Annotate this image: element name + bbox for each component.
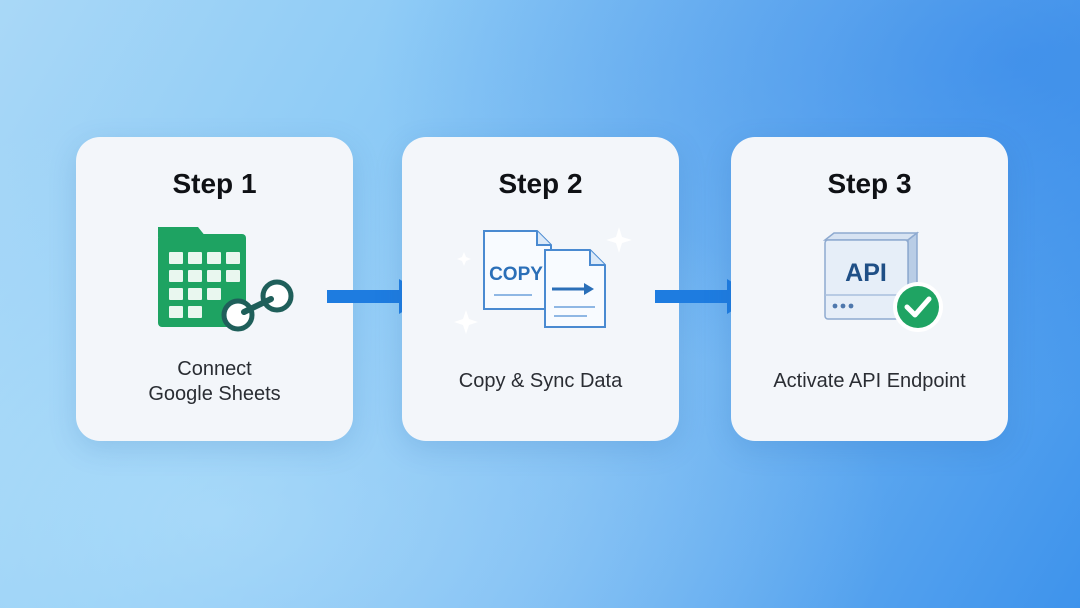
- step-title: Step 3: [827, 168, 912, 199]
- svg-text:COPY: COPY: [489, 264, 543, 285]
- check-badge-icon: [893, 282, 943, 332]
- step-card-2: Step 2 COPY Copy & Sync Data: [402, 137, 679, 441]
- step-title: Step 1: [172, 168, 257, 199]
- copy-documents-icon: COPY: [402, 217, 679, 362]
- step-title: Step 2: [498, 168, 583, 199]
- chain-link-icon: [221, 279, 294, 332]
- svg-text:API: API: [845, 259, 887, 287]
- step-caption: Copy & Sync Data: [458, 370, 623, 392]
- google-sheets-link-icon: [76, 217, 353, 352]
- step-card-3: Step 3 API Activate API Endpoint: [731, 137, 1008, 441]
- step-card-1: Step 1: [76, 137, 353, 441]
- api-server-check-icon: API: [731, 217, 1008, 352]
- step-caption: Connect Google Sheets: [148, 358, 281, 405]
- step-caption: Activate API Endpoint: [773, 370, 966, 392]
